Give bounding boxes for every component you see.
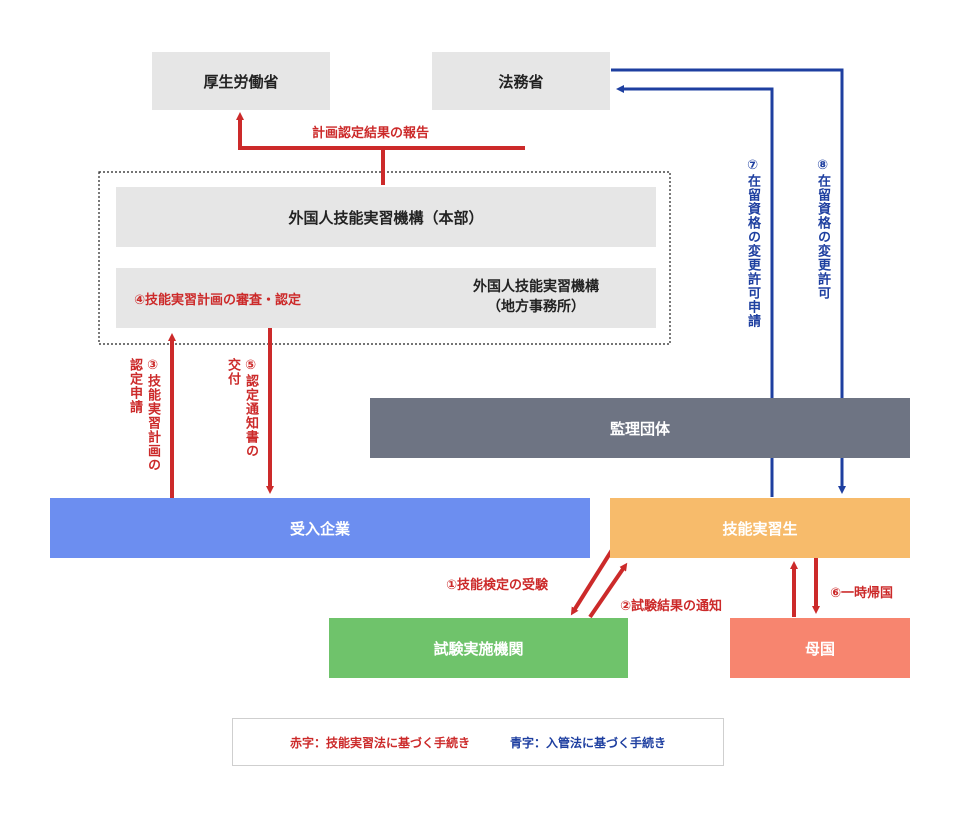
- moj-box: 法務省: [432, 52, 610, 110]
- step5-label-col2: 交付: [225, 358, 240, 386]
- step3-label-col2: 認定申請: [127, 358, 142, 414]
- step5-label-col1: ⑤認定通知書の: [243, 358, 258, 458]
- mhlw-box: 厚生労働省: [152, 52, 330, 110]
- test-org-label: 試験実施機関: [433, 639, 524, 658]
- legend: 赤字：技能実習法に基づく手続き 青字：入管法に基づく手続き: [232, 718, 724, 766]
- otit-hq-box: 外国人技能実習機構（本部）: [116, 187, 656, 247]
- otit-local-name: 外国人技能実習機構 （地方事務所）: [436, 277, 636, 317]
- step6-label: ⑥一時帰国: [830, 586, 894, 601]
- step8-arrow: [611, 68, 846, 494]
- step3-label-col1: ③技能実習計画の: [145, 358, 160, 472]
- legend-blue-text: 青字：入管法に基づく手続き: [510, 735, 667, 750]
- otit-local-box: ④技能実習計画の審査・認定 外国人技能実習機構 （地方事務所）: [116, 268, 656, 328]
- company-box: 受入企業: [50, 498, 590, 558]
- report-label: 計画認定結果の報告: [312, 126, 430, 141]
- step1-arrow: [570, 548, 614, 616]
- otit-local-line1: 外国人技能実習機構: [473, 279, 599, 295]
- step2-label: ②試験結果の通知: [620, 599, 723, 614]
- legend-red-text: 赤字：技能実習法に基づく手続き: [289, 735, 470, 750]
- supervising-org-box: 監理団体: [370, 398, 910, 458]
- report-arrow: [236, 112, 385, 185]
- supervising-org-label: 監理団体: [609, 419, 670, 438]
- otit-hq-label: 外国人技能実習機構（本部）: [288, 208, 484, 227]
- mhlw-label: 厚生労働省: [203, 72, 279, 91]
- step7-label: ⑦在留資格の変更許可申請: [745, 158, 760, 328]
- step7-arrow: [616, 85, 774, 497]
- step8-label: ⑧在留資格の変更許可: [815, 158, 830, 300]
- step1-label: ①技能検定の受験: [446, 578, 549, 593]
- trainee-box: 技能実習生: [610, 498, 910, 558]
- company-label: 受入企業: [289, 519, 350, 538]
- otit-local-line2: （地方事務所）: [487, 299, 585, 315]
- home-country-label: 母国: [804, 639, 835, 658]
- moj-label: 法務省: [498, 72, 544, 91]
- trainee-label: 技能実習生: [722, 519, 798, 538]
- test-org-box: 試験実施機関: [329, 618, 628, 678]
- step4-label: ④技能実習計画の審査・認定: [134, 293, 302, 308]
- home-country-box: 母国: [730, 618, 910, 678]
- step2-arrow: [588, 562, 628, 619]
